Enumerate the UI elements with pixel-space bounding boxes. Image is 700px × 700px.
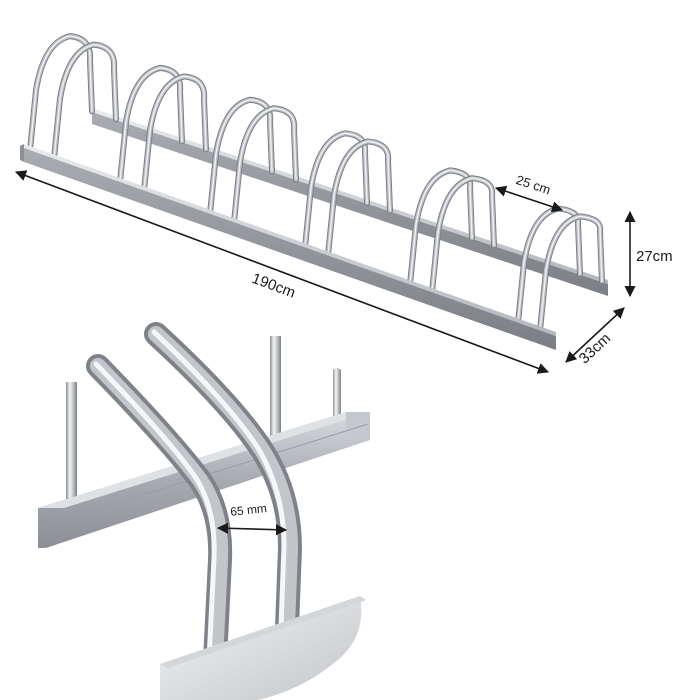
height-label: 27cm xyxy=(636,248,673,265)
depth-arrow xyxy=(565,307,625,363)
tube-gap-arrow xyxy=(216,522,288,536)
hoop-tube xyxy=(51,41,119,162)
hoop-tube xyxy=(209,98,273,215)
detail-base-plate xyxy=(160,596,366,700)
hoop-tube xyxy=(52,42,118,161)
hoop-tube xyxy=(119,67,183,183)
length-arrow xyxy=(14,170,550,374)
detail-closeup xyxy=(37,322,370,700)
hoop-tube xyxy=(539,215,603,332)
tube-gap-dimension: 65 mm xyxy=(216,501,288,536)
hoop-tube xyxy=(304,132,368,249)
depth-dimension: 33cm xyxy=(565,307,625,367)
detail-hoop-tubes xyxy=(86,322,303,672)
rack-overview xyxy=(20,33,608,350)
hoop-tube xyxy=(29,35,93,151)
tube-gap-label: 65 mm xyxy=(230,501,268,519)
hoop-tube xyxy=(233,107,297,223)
slot-spacing-label: 25 cm xyxy=(514,172,552,197)
hoop-tube xyxy=(143,75,207,192)
slot-spacing-arrow xyxy=(494,185,564,213)
hoop-tube xyxy=(53,43,117,160)
height-dimension: 27cm xyxy=(624,210,673,298)
slot-spacing-dimension: 25 cm xyxy=(494,172,564,213)
